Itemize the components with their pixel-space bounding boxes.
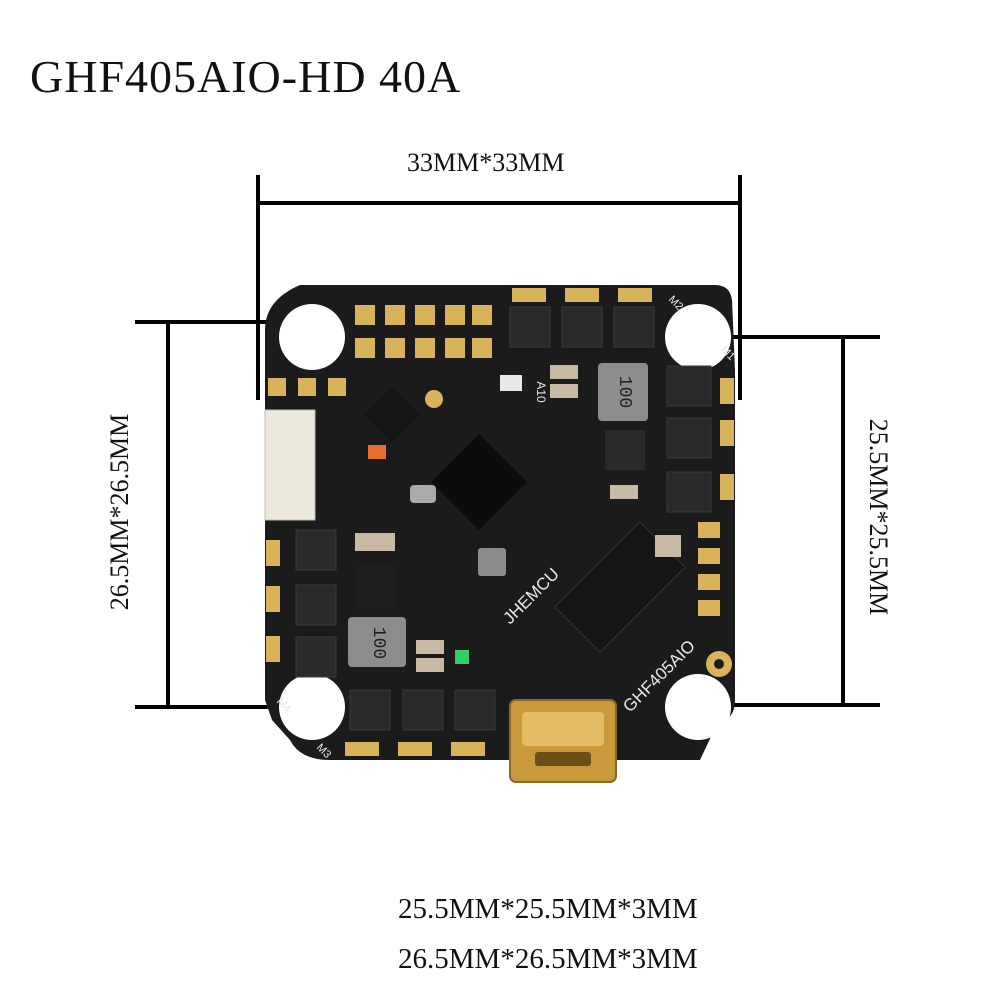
product-title: GHF405AIO-HD 40A	[30, 51, 462, 102]
outer-dimension-label: 33MM*33MM	[407, 148, 565, 177]
inductors	[348, 363, 648, 667]
inductor-label-top: 100	[614, 376, 634, 408]
inductor-label-bottom: 100	[368, 627, 388, 659]
chip-silkscreen: A10	[534, 381, 548, 403]
mosfets	[295, 306, 712, 731]
mcu-chip	[430, 433, 528, 531]
usb-port	[509, 699, 617, 783]
jst-connector	[264, 409, 316, 521]
edge-pads	[266, 378, 734, 756]
gold-pads-top	[268, 288, 652, 396]
spec-line-1: 25.5MM*25.5MM*3MM	[398, 893, 698, 925]
spec-line-2: 26.5MM*26.5MM*3MM	[398, 943, 698, 975]
mounting-holes	[279, 304, 731, 740]
